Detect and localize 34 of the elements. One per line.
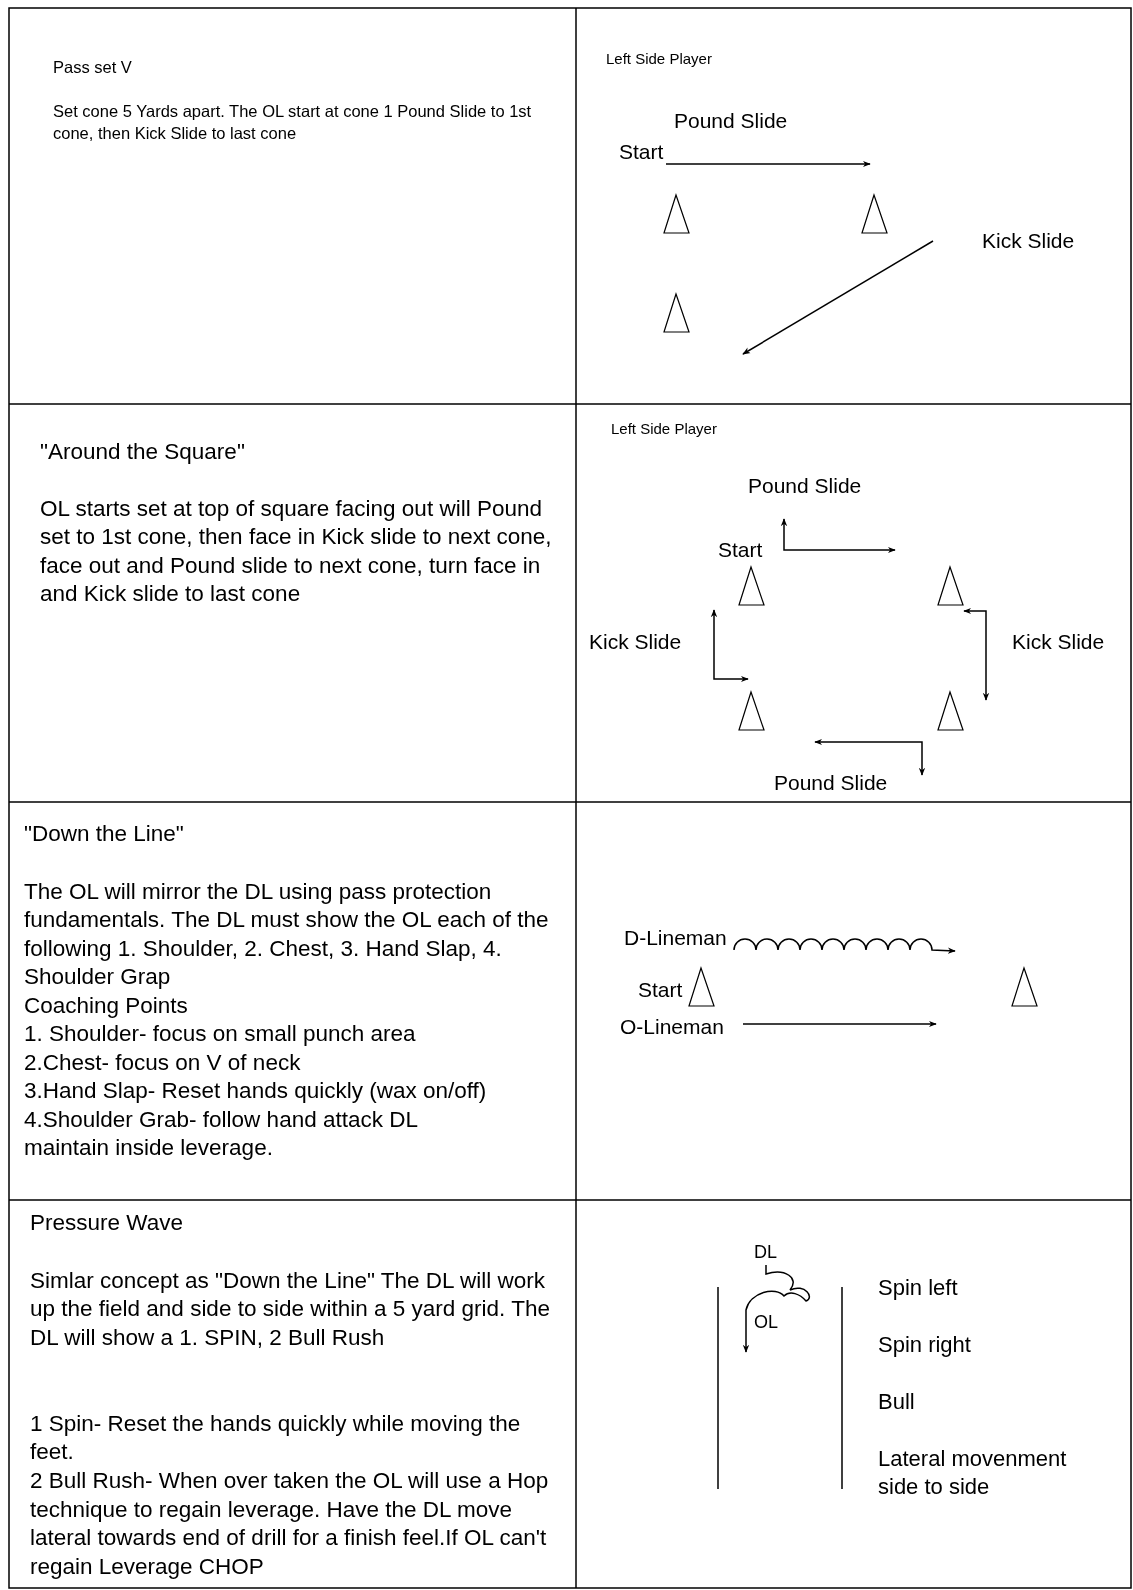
drill-title: "Around the Square" — [40, 437, 246, 466]
diagram-caption: Left Side Player — [606, 49, 712, 69]
move-label: Bull — [878, 1387, 915, 1416]
move-label: Lateral movenment side to side — [878, 1444, 1068, 1502]
drill-title: "Down the Line" — [24, 819, 185, 848]
player-label: D-Lineman — [624, 925, 727, 951]
coaching-point: 2.Chest- focus on V of neck — [24, 1048, 302, 1077]
start-label: Start — [619, 139, 664, 165]
coaching-point: 4.Shoulder Grab- follow hand attack DL maintain inside leverage. — [24, 1105, 419, 1163]
start-label: Start — [638, 977, 683, 1003]
coaching-point: 1 Spin- Reset the hands quickly while moving the feet. — [30, 1409, 522, 1467]
diagram-caption: Left Side Player — [611, 419, 717, 439]
drill-title: Pressure Wave — [30, 1208, 184, 1237]
drill-title: Pass set V — [53, 57, 133, 78]
player-label: DL — [754, 1241, 777, 1263]
start-label: Start — [718, 537, 763, 563]
coaching-point: 3.Hand Slap- Reset hands quickly (wax on/off) — [24, 1077, 488, 1106]
path-label: Kick Slide — [982, 228, 1075, 254]
coaching-point: 1. Shoulder- focus on small punch area — [24, 1020, 417, 1049]
drill-description: The OL will mirror the DL using pass protection fundamentals. The DL must show the OL each of the following 1. Shoulder, 2. Chest, 3. Hand Slap, 4. Shoulder Grap — [24, 877, 550, 992]
path-label: Pound Slide — [774, 770, 888, 796]
drill-description: Simlar concept as "Down the Line" The DL will work up the field and side to side within a 5 yard grid. The DL will show a 1. SPIN, 2 Bull Rush — [30, 1266, 551, 1352]
drill-description: Set cone 5 Yards apart. The OL start at cone 1 Pound Slide to 1st cone, then Kick Slide to last cone — [53, 101, 533, 144]
player-label: O-Lineman — [620, 1014, 724, 1040]
path-label: Pound Slide — [748, 473, 862, 499]
drill-description: OL starts set at top of square facing out will Pound set to 1st cone, then face in Kick slide to next cone, face out and Pound slide to next cone, turn face in and Kick slide to last cone — [40, 494, 553, 609]
move-label: Spin right — [878, 1330, 971, 1359]
path-label: Kick Slide — [1012, 629, 1105, 655]
coaching-point: 2 Bull Rush- When over taken the OL will use a Hop technique to regain leverage. Have the DL move lateral towards end of drill for a finish feel.If OL can't regain Leverage CHOP — [30, 1467, 550, 1581]
move-label: Spin left — [878, 1273, 958, 1302]
path-label: Kick Slide — [589, 629, 682, 655]
player-label: OL — [754, 1311, 778, 1333]
section-heading: Coaching Points — [24, 991, 189, 1020]
path-label: Pound Slide — [674, 108, 788, 134]
